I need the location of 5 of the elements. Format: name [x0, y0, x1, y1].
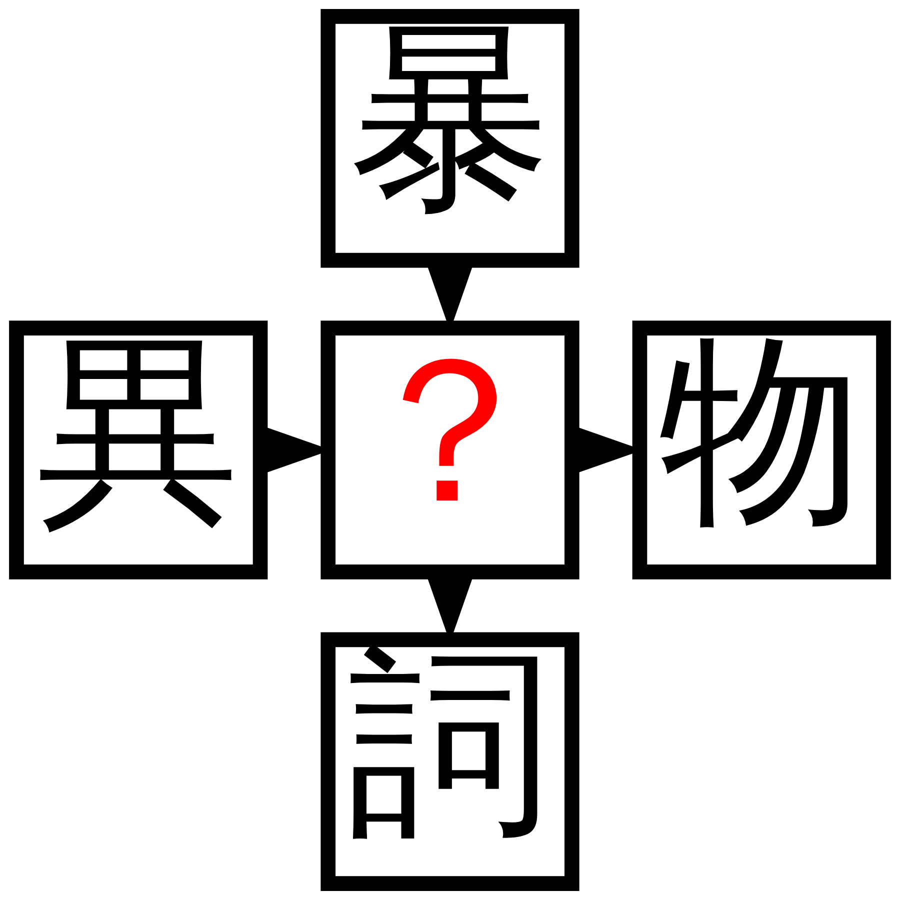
node-box: 暴 [320, 9, 580, 268]
node-box: ？ [320, 320, 580, 580]
node-box: 詞 [320, 632, 580, 891]
node-box: 異 [9, 320, 268, 580]
node-box: 物 [632, 320, 891, 580]
